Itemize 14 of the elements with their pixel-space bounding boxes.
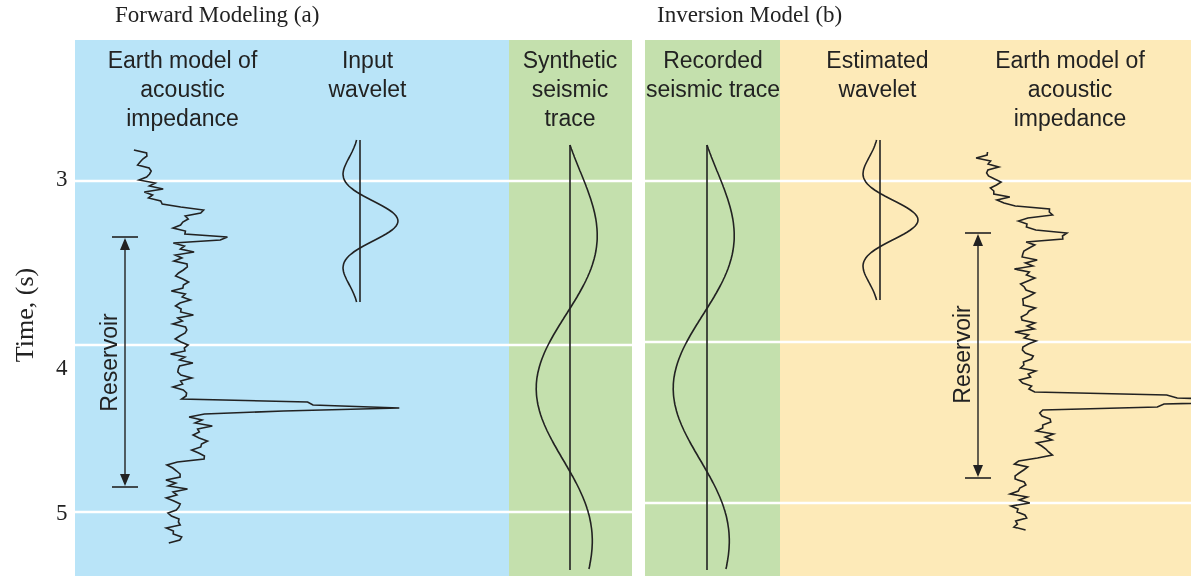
column-heading: Recorded seismic trace	[644, 46, 782, 104]
dimension-label: Reservoir	[947, 305, 976, 404]
axis-tick-label: 5	[56, 500, 68, 526]
axis-tick-label: 3	[56, 166, 68, 192]
column-heading: Earth model of acoustic impedance	[106, 46, 259, 133]
panel-title: Forward Modeling (a)	[115, 2, 320, 28]
dimension-label: Reservoir	[94, 313, 123, 412]
column-heading: Earth model of acoustic impedance	[994, 46, 1146, 133]
column-heading: Input wavelet	[327, 46, 408, 104]
panel-title: Inversion Model (b)	[657, 2, 843, 28]
axis-title: Time, (s)	[10, 267, 41, 363]
column-heading: Synthetic seismic trace	[521, 46, 619, 133]
axis-tick-label: 4	[56, 355, 68, 381]
column-heading: Estimated wavelet	[825, 46, 930, 104]
